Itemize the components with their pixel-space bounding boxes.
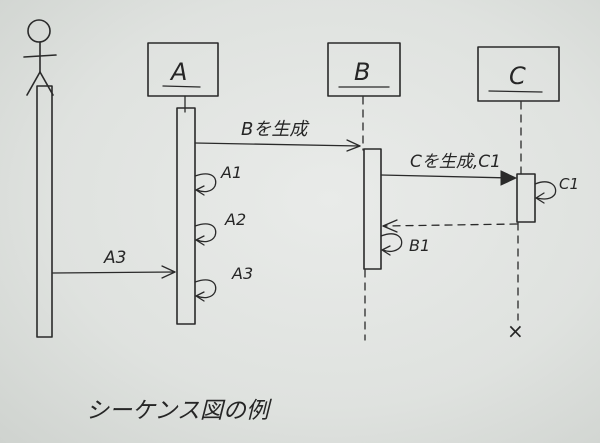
- self-call-a3: [194, 279, 217, 302]
- participant-a-underline: [162, 85, 201, 88]
- self-call-c1-label: C1: [559, 175, 579, 193]
- self-call-a3-label: A3: [231, 264, 253, 283]
- self-call-b1-label: B1: [409, 236, 430, 255]
- self-call-a2-label: A2: [224, 210, 246, 229]
- message-create-b-label: Bを生成: [241, 119, 310, 140]
- actor-activation-bar: [36, 85, 53, 338]
- self-call-b1: [380, 233, 403, 256]
- participant-a: A: [147, 42, 219, 97]
- message-a3-call-label: A3: [103, 248, 126, 268]
- self-call-a1-label: A1: [220, 163, 242, 182]
- self-call-c1: [534, 181, 557, 204]
- participant-a-label: A: [169, 58, 187, 86]
- participant-c: C: [477, 46, 560, 102]
- message-a3-call: [52, 265, 176, 279]
- self-call-a2: [194, 223, 217, 246]
- caption: シーケンス図の例: [86, 398, 273, 424]
- participant-c-label: C: [509, 62, 526, 90]
- participant-b-box: [327, 42, 401, 97]
- participant-b-label: B: [354, 58, 370, 86]
- destroy-mark: ×: [507, 319, 524, 343]
- message-create-c-label: Cを生成,C1: [410, 152, 501, 172]
- participant-b: B: [327, 42, 401, 97]
- participant-c-box: [477, 46, 560, 102]
- activation-bar-c: [516, 173, 536, 223]
- participant-c-underline: [488, 90, 543, 93]
- message-create-b: [194, 139, 361, 152]
- activation-bar-a: [176, 107, 196, 325]
- self-call-a1: [194, 173, 217, 196]
- activation-bar-b: [363, 148, 382, 270]
- message-return-c-to-b: [382, 219, 518, 233]
- actor-stick-figure: [23, 19, 57, 96]
- message-create-c: [380, 170, 518, 186]
- participant-a-box: [147, 42, 219, 97]
